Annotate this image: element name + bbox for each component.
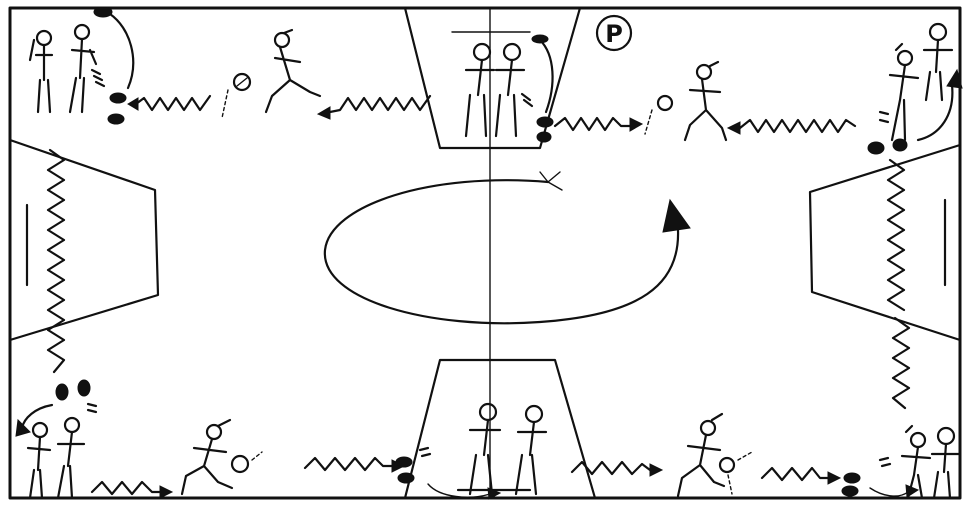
footprints [56, 93, 907, 496]
top-goal-area [405, 8, 580, 148]
ball-icon [232, 456, 248, 472]
court-boundary [10, 8, 960, 498]
foot-icon [110, 93, 126, 103]
ball-mark [237, 78, 247, 86]
arrowhead-icon [650, 464, 662, 476]
dribble-line [888, 160, 904, 310]
badge-p: P [597, 16, 631, 50]
arrowhead-icon [630, 118, 642, 131]
foot-icon [537, 132, 551, 142]
arrowhead-icon [828, 472, 840, 484]
player-figure [496, 44, 532, 136]
foot-icon [844, 473, 860, 483]
pass-arrow [870, 488, 908, 496]
badge-letter: P [605, 20, 623, 48]
player-figure [70, 25, 104, 112]
player-figure [28, 423, 50, 498]
dribble-line [305, 458, 392, 470]
player-figure [266, 30, 320, 112]
ball-trail [728, 452, 752, 494]
dribble-paths [48, 96, 918, 499]
rotation-arrow [325, 172, 690, 323]
dribble-line [330, 96, 430, 112]
foot-icon [108, 114, 124, 124]
pass-arrow [540, 40, 553, 112]
ball-trail [252, 452, 262, 460]
foot-icon [396, 457, 412, 467]
left-goal-area [10, 140, 158, 340]
dribble-line [48, 150, 64, 372]
ball-trail [645, 110, 652, 134]
cone-icon [532, 35, 548, 43]
player-figure [420, 404, 500, 494]
foot-icon [537, 117, 553, 127]
foot-icon [56, 384, 68, 400]
dribble-line [92, 482, 160, 494]
foot-icon [78, 380, 90, 396]
ball-trail [222, 90, 228, 118]
curved-arrows [16, 7, 962, 436]
dribble-line [572, 462, 650, 474]
right-goal-area [810, 145, 960, 340]
ball-icon [658, 96, 672, 110]
player-figure [932, 428, 960, 498]
player-figure [516, 406, 546, 494]
player-figure [58, 404, 96, 498]
pass-arrow [110, 14, 133, 88]
foot-icon [842, 486, 858, 496]
dribble-line [136, 96, 210, 110]
foot-icon [868, 142, 884, 154]
player-figure [678, 414, 724, 496]
arrowhead-icon [728, 122, 740, 134]
player-figure [30, 31, 52, 112]
player-figure [685, 62, 726, 140]
ball-icon [720, 458, 734, 472]
players [28, 24, 960, 498]
player-figure [880, 44, 918, 140]
cone-icon [94, 7, 112, 17]
court [10, 8, 960, 498]
player-figure [880, 426, 930, 498]
player-figure [182, 420, 232, 494]
dribble-line [762, 468, 828, 480]
rotation-arrowhead [663, 200, 690, 232]
pass-arrow [918, 85, 952, 140]
player-figure [924, 24, 952, 100]
dribble-line [740, 120, 855, 132]
arrowhead-icon [128, 98, 138, 110]
dribble-line [555, 118, 630, 130]
arrowhead-icon [318, 107, 330, 119]
dribble-line [893, 318, 909, 408]
foot-icon [398, 473, 414, 483]
arrowhead-icon [160, 486, 172, 498]
